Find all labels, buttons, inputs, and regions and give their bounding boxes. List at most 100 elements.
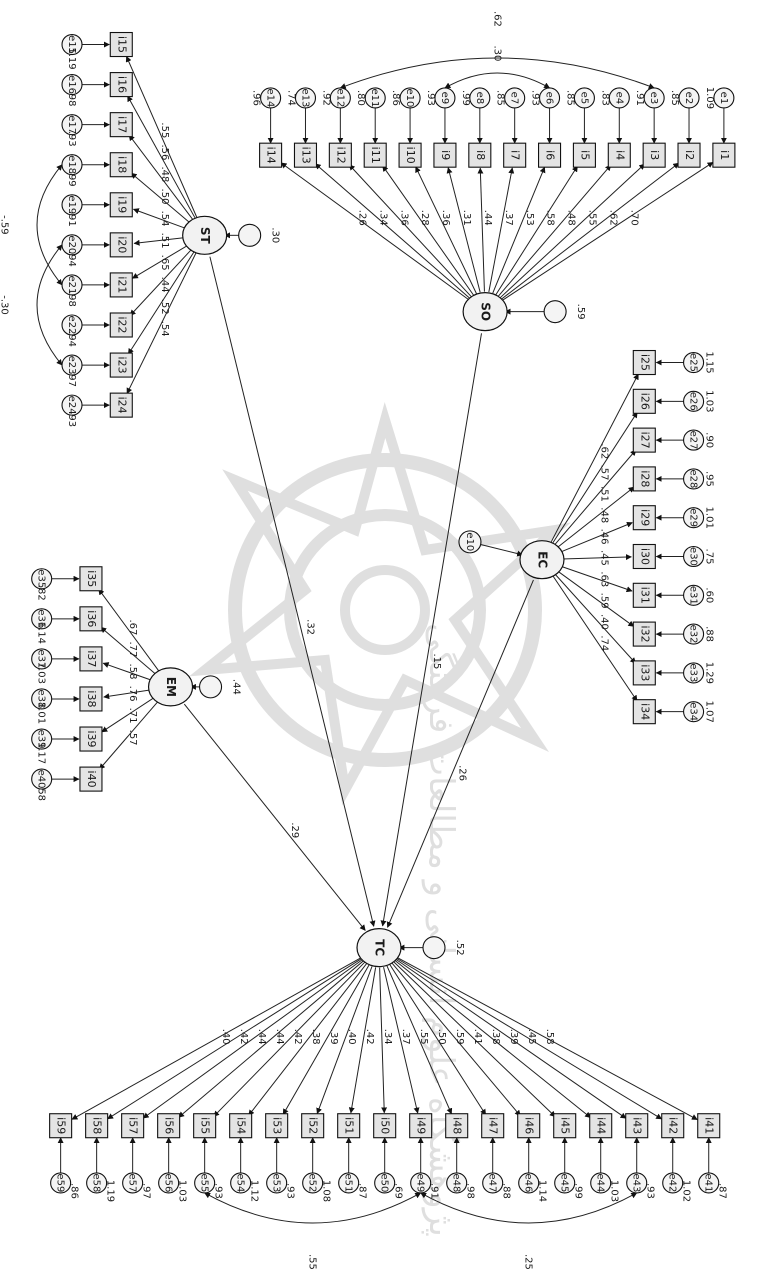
- so-error-label-9: e9: [439, 92, 450, 105]
- tc-variance-19: .86: [69, 1183, 80, 1199]
- tc-indicator-8: [445, 1113, 469, 1139]
- ec-error-7: [683, 584, 705, 606]
- st-error-label-9: e23: [66, 356, 77, 375]
- structural-arrow-ec-tc: [386, 579, 534, 928]
- tc-error-16: [158, 1172, 180, 1194]
- so-indicator-11: [363, 142, 387, 168]
- ec-variance-9: 1.29: [704, 662, 715, 684]
- ec-loading-8: .59: [598, 593, 609, 609]
- tc-loading-9: .37: [400, 1029, 411, 1045]
- so-variance-11: .80: [355, 90, 366, 106]
- so-loading-arrow-7: [488, 167, 515, 293]
- tc-error-label-7: e47: [487, 1174, 498, 1193]
- st-loading-arrow-8: [129, 249, 192, 316]
- tc-loading-18: .42: [238, 1029, 249, 1045]
- tc-variance-14: 1.12: [249, 1180, 260, 1202]
- tc-indicator-15: [193, 1113, 217, 1139]
- so-indicator-12: [328, 142, 352, 168]
- tc-loading-10: .34: [382, 1029, 393, 1045]
- em-error-label-2: e36: [36, 609, 47, 628]
- st-residual: [238, 223, 262, 247]
- st-variance-1: 1.19: [66, 47, 77, 69]
- tc-covariance-a: [204, 1192, 422, 1224]
- st-indicator-label-3: i17: [115, 116, 128, 133]
- so-indicator-label-9: i9: [439, 150, 452, 160]
- tc-error-7: [482, 1172, 504, 1194]
- em-error-3: [31, 648, 53, 670]
- st-error-label-8: e22: [66, 316, 77, 335]
- so-loading-11: .28: [419, 210, 430, 226]
- ec-indicator-label-7: i31: [638, 587, 651, 604]
- st-indicator-label-7: i21: [115, 276, 128, 293]
- so-indicator-1: [712, 142, 736, 168]
- tc-covariance-b: [420, 1192, 638, 1224]
- ec-indicator-label-2: i26: [638, 393, 651, 410]
- ec-residual-label: e10: [464, 532, 475, 551]
- tc-loading-arrow-10: [379, 967, 388, 1114]
- ec-error-6: [683, 545, 705, 568]
- em-error-4: [31, 688, 53, 710]
- st-loading-3: .48: [159, 167, 170, 183]
- st-error-3: [61, 114, 83, 136]
- tc-variance-6: 1.14: [537, 1180, 548, 1202]
- st-loading-arrow-10: [126, 253, 197, 395]
- so-error-3: [643, 87, 665, 109]
- st-loading-arrow-7: [131, 245, 188, 279]
- tc-indicator-label-4: i44: [595, 1117, 608, 1134]
- ec-latent: [519, 540, 565, 580]
- st-loading-arrow-4: [130, 172, 190, 223]
- so-indicator-label-2: i2: [683, 150, 696, 160]
- em-indicator-4: [79, 686, 103, 712]
- so-indicator-2: [677, 142, 701, 168]
- st-indicator-label-2: i16: [115, 76, 128, 93]
- st-variance-2: .98: [66, 91, 77, 107]
- em-error-2: [31, 608, 53, 630]
- tc-variance-4: 1.03: [609, 1180, 620, 1202]
- so-error-label-14: e14: [265, 88, 276, 107]
- tc-indicator-3: [625, 1113, 649, 1139]
- st-error-label-2: e16: [66, 75, 77, 94]
- tc-loading-4: .38: [490, 1029, 501, 1045]
- tc-error-11: [338, 1172, 360, 1194]
- tc-loading-3: .39: [508, 1029, 519, 1045]
- tc-error-12: [302, 1172, 324, 1194]
- tc-variance-12: 1.08: [321, 1180, 332, 1202]
- ec-error-label-2: e26: [688, 392, 699, 411]
- ec-loading-10: .74: [598, 635, 609, 651]
- st-r2: .30: [270, 227, 281, 243]
- so-loading-arrow-10: [415, 166, 477, 294]
- so-loading-13: .34: [377, 210, 388, 226]
- em-indicator-label-5: i39: [85, 731, 98, 748]
- ec-error-2: [683, 390, 705, 412]
- so-loading-arrow-2: [500, 162, 680, 300]
- tc-indicator-11: [337, 1113, 361, 1139]
- so-loading-arrow-8: [477, 167, 485, 292]
- tc-loading-arrow-2: [395, 957, 663, 1120]
- tc-error-label-10: e50: [379, 1174, 390, 1193]
- em-variance-6: .58: [36, 785, 47, 801]
- em-loading-arrow-4: [103, 689, 151, 700]
- tc-indicator-label-14: i54: [235, 1117, 248, 1134]
- tc-variance-17: .97: [141, 1183, 152, 1199]
- so-loading-arrow-9: [446, 167, 481, 293]
- so-indicator-label-7: i7: [509, 150, 522, 160]
- ec-indicator-label-3: i27: [638, 432, 651, 449]
- ec-error-label-5: e29: [688, 508, 699, 527]
- tc-loading-15: .42: [292, 1029, 303, 1045]
- st-latent: [182, 215, 228, 255]
- st-indicator-label-8: i22: [115, 316, 128, 333]
- so-loading-arrow-3: [499, 163, 646, 299]
- so-indicator-5: [572, 142, 596, 168]
- ec-indicator-6: [632, 543, 656, 570]
- st-indicator-1: [109, 31, 133, 58]
- so-loading-arrow-12: [348, 164, 472, 298]
- st-loading-arrow-9: [127, 251, 195, 355]
- tc-error-1: [698, 1172, 720, 1194]
- st-loading-8: .44: [159, 277, 170, 293]
- tc-loading-17: .44: [256, 1029, 267, 1045]
- ec-indicator-9: [632, 660, 656, 686]
- ec-indicator-label-5: i29: [638, 509, 651, 526]
- tc-loading-5: .41: [472, 1029, 483, 1045]
- so-indicator-label-1: i1: [718, 150, 731, 160]
